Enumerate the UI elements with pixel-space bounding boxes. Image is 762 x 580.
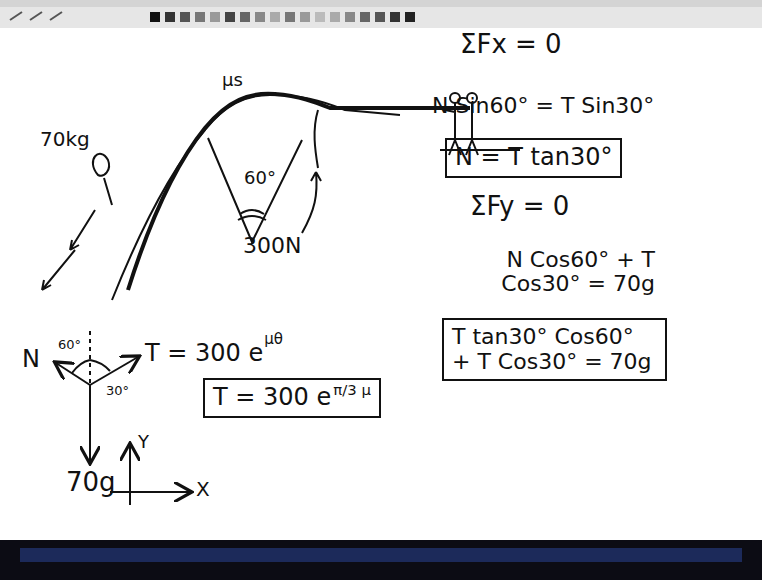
angle-label: 60° <box>58 338 81 352</box>
boxed-equation: N = T tan30° <box>445 138 622 178</box>
boxed-equation: T = 300 eπ/3 μ <box>203 378 381 418</box>
weight-label: 70g <box>66 468 116 497</box>
equation: ΣFx = 0 <box>460 30 562 59</box>
equation: ΣFy = 0 <box>470 192 569 221</box>
angle-wedge <box>208 138 302 242</box>
axis-label: Y <box>138 432 149 452</box>
toolbar <box>0 0 762 28</box>
axes <box>110 445 190 505</box>
exponent: μθ <box>264 331 283 348</box>
weight-arrow <box>70 210 95 250</box>
bottom-bar <box>0 540 762 580</box>
hill-outline <box>112 95 400 300</box>
force-symbol: N <box>22 346 40 372</box>
equation: T = 300 e <box>145 340 263 366</box>
equation: N = T tan30° <box>455 143 612 171</box>
free-body-diagram <box>56 330 138 462</box>
climber <box>93 154 112 205</box>
axis-label: X <box>196 478 210 500</box>
angle-label: 60° <box>244 168 276 188</box>
exponent: π/3 μ <box>333 381 371 399</box>
equation: T tan30° Cos60° + T Cos30° = 70g <box>452 324 652 374</box>
equation: N Cos60° + T Cos30° = 70g <box>440 248 655 296</box>
equation: N Sin60° = T Sin30° <box>432 94 654 118</box>
friction-label: μs <box>222 70 243 90</box>
mass-label: 70kg <box>40 128 90 150</box>
force-label: 300N <box>243 234 301 258</box>
leader-line <box>302 172 321 233</box>
angle-label: 30° <box>106 384 129 398</box>
boxed-equation: T tan30° Cos60° + T Cos30° = 70g <box>442 318 667 381</box>
color-swatches <box>10 12 415 22</box>
equation: T = 300 e <box>213 383 331 411</box>
progress-bar <box>20 548 742 562</box>
menu-bar <box>0 0 762 7</box>
rope <box>128 94 470 290</box>
